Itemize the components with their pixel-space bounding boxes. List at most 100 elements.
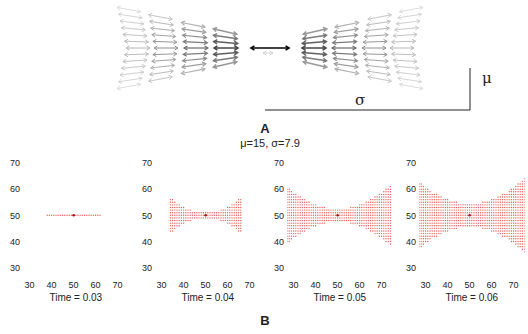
- particle-dot: [443, 228, 444, 229]
- double-arrow: [152, 58, 176, 63]
- particle-dot: [82, 215, 83, 216]
- particle-dot: [385, 209, 386, 210]
- particle-dot: [201, 215, 202, 216]
- particle-dot: [363, 212, 364, 213]
- particle-dot: [357, 217, 358, 218]
- particle-dot: [520, 202, 521, 203]
- particle-dot: [383, 220, 384, 221]
- particle-dot: [194, 215, 195, 216]
- particle-dot: [339, 217, 340, 218]
- particle-dot: [315, 212, 316, 213]
- particle-dot: [445, 220, 446, 221]
- particle-dot: [524, 191, 525, 192]
- particle-dot: [506, 222, 507, 223]
- particle-dot: [313, 222, 314, 223]
- particle-dot: [289, 191, 290, 192]
- particle-dot: [293, 220, 294, 221]
- particle-dot: [443, 207, 444, 208]
- particle-dot: [368, 215, 369, 216]
- particle-dot: [491, 215, 492, 216]
- particle-dot: [515, 238, 516, 239]
- particle-dot: [366, 217, 367, 218]
- particle-dot: [449, 207, 450, 208]
- particle-dot: [198, 215, 199, 216]
- particle-dot: [339, 209, 340, 210]
- particle-dot: [511, 191, 512, 192]
- particle-dot: [313, 217, 314, 218]
- particle-dot: [423, 191, 424, 192]
- particle-dot: [524, 225, 525, 226]
- particle-dot: [291, 217, 292, 218]
- particle-dot: [423, 225, 424, 226]
- particle-dot: [509, 202, 510, 203]
- particle-dot: [506, 220, 507, 221]
- particle-dot: [346, 215, 347, 216]
- tick-label: 30: [406, 264, 416, 273]
- particle-dot: [506, 230, 507, 231]
- particle-dot: [55, 215, 56, 216]
- particle-dot: [381, 207, 382, 208]
- particle-dot: [421, 202, 422, 203]
- particle-dot: [522, 204, 523, 205]
- particle-dot: [363, 215, 364, 216]
- particle-dot: [361, 204, 362, 205]
- particle-dot: [220, 217, 221, 218]
- particle-dot: [291, 202, 292, 203]
- particle-dot: [511, 233, 512, 234]
- particle-dot: [295, 230, 296, 231]
- particle-dot: [517, 243, 518, 244]
- particle-dot: [240, 228, 241, 229]
- particle-dot: [170, 215, 171, 216]
- particle-dot: [419, 217, 420, 218]
- particle-dot: [289, 194, 290, 195]
- double-arrow: [368, 75, 392, 82]
- particle-dot: [502, 194, 503, 195]
- particle-dot: [366, 220, 367, 221]
- particle-dot: [419, 246, 420, 247]
- particle-dot: [515, 241, 516, 242]
- tick-label: 40: [406, 237, 416, 246]
- particle-dot: [419, 243, 420, 244]
- particle-dot: [506, 217, 507, 218]
- particle-dot: [341, 220, 342, 221]
- particle-dot: [520, 220, 521, 221]
- particle-dot: [355, 222, 356, 223]
- particle-dot: [308, 204, 309, 205]
- particle-dot: [511, 209, 512, 210]
- particle-dot: [289, 196, 290, 197]
- particle-dot: [176, 207, 177, 208]
- particle-dot: [436, 199, 437, 200]
- particle-dot: [520, 212, 521, 213]
- particle-dot: [390, 186, 391, 187]
- particle-dot: [289, 236, 290, 237]
- particle-dot: [348, 215, 349, 216]
- particle-dot: [515, 233, 516, 234]
- panel-letter: A: [260, 122, 269, 135]
- particle-dot: [348, 217, 349, 218]
- particle-dot: [304, 217, 305, 218]
- particle-dot: [388, 225, 389, 226]
- particle-dot: [500, 228, 501, 229]
- particle-dot: [421, 212, 422, 213]
- particle-dot: [315, 222, 316, 223]
- particle-dot: [385, 225, 386, 226]
- particle-dot: [456, 225, 457, 226]
- particle-dot: [359, 204, 360, 205]
- particle-dot: [506, 215, 507, 216]
- particle-dot: [240, 212, 241, 213]
- particle-dot: [295, 225, 296, 226]
- particle-dot: [341, 212, 342, 213]
- particle-dot: [311, 222, 312, 223]
- particle-dot: [471, 217, 472, 218]
- particle-dot: [460, 207, 461, 208]
- particle-dot: [297, 199, 298, 200]
- particle-dot: [462, 225, 463, 226]
- particle-dot: [449, 204, 450, 205]
- particle-dot: [319, 222, 320, 223]
- particle-dot: [234, 204, 235, 205]
- particle-dot: [174, 217, 175, 218]
- particle-dot: [174, 204, 175, 205]
- particle-dot: [495, 204, 496, 205]
- particle-dot: [240, 202, 241, 203]
- particle-dot: [174, 212, 175, 213]
